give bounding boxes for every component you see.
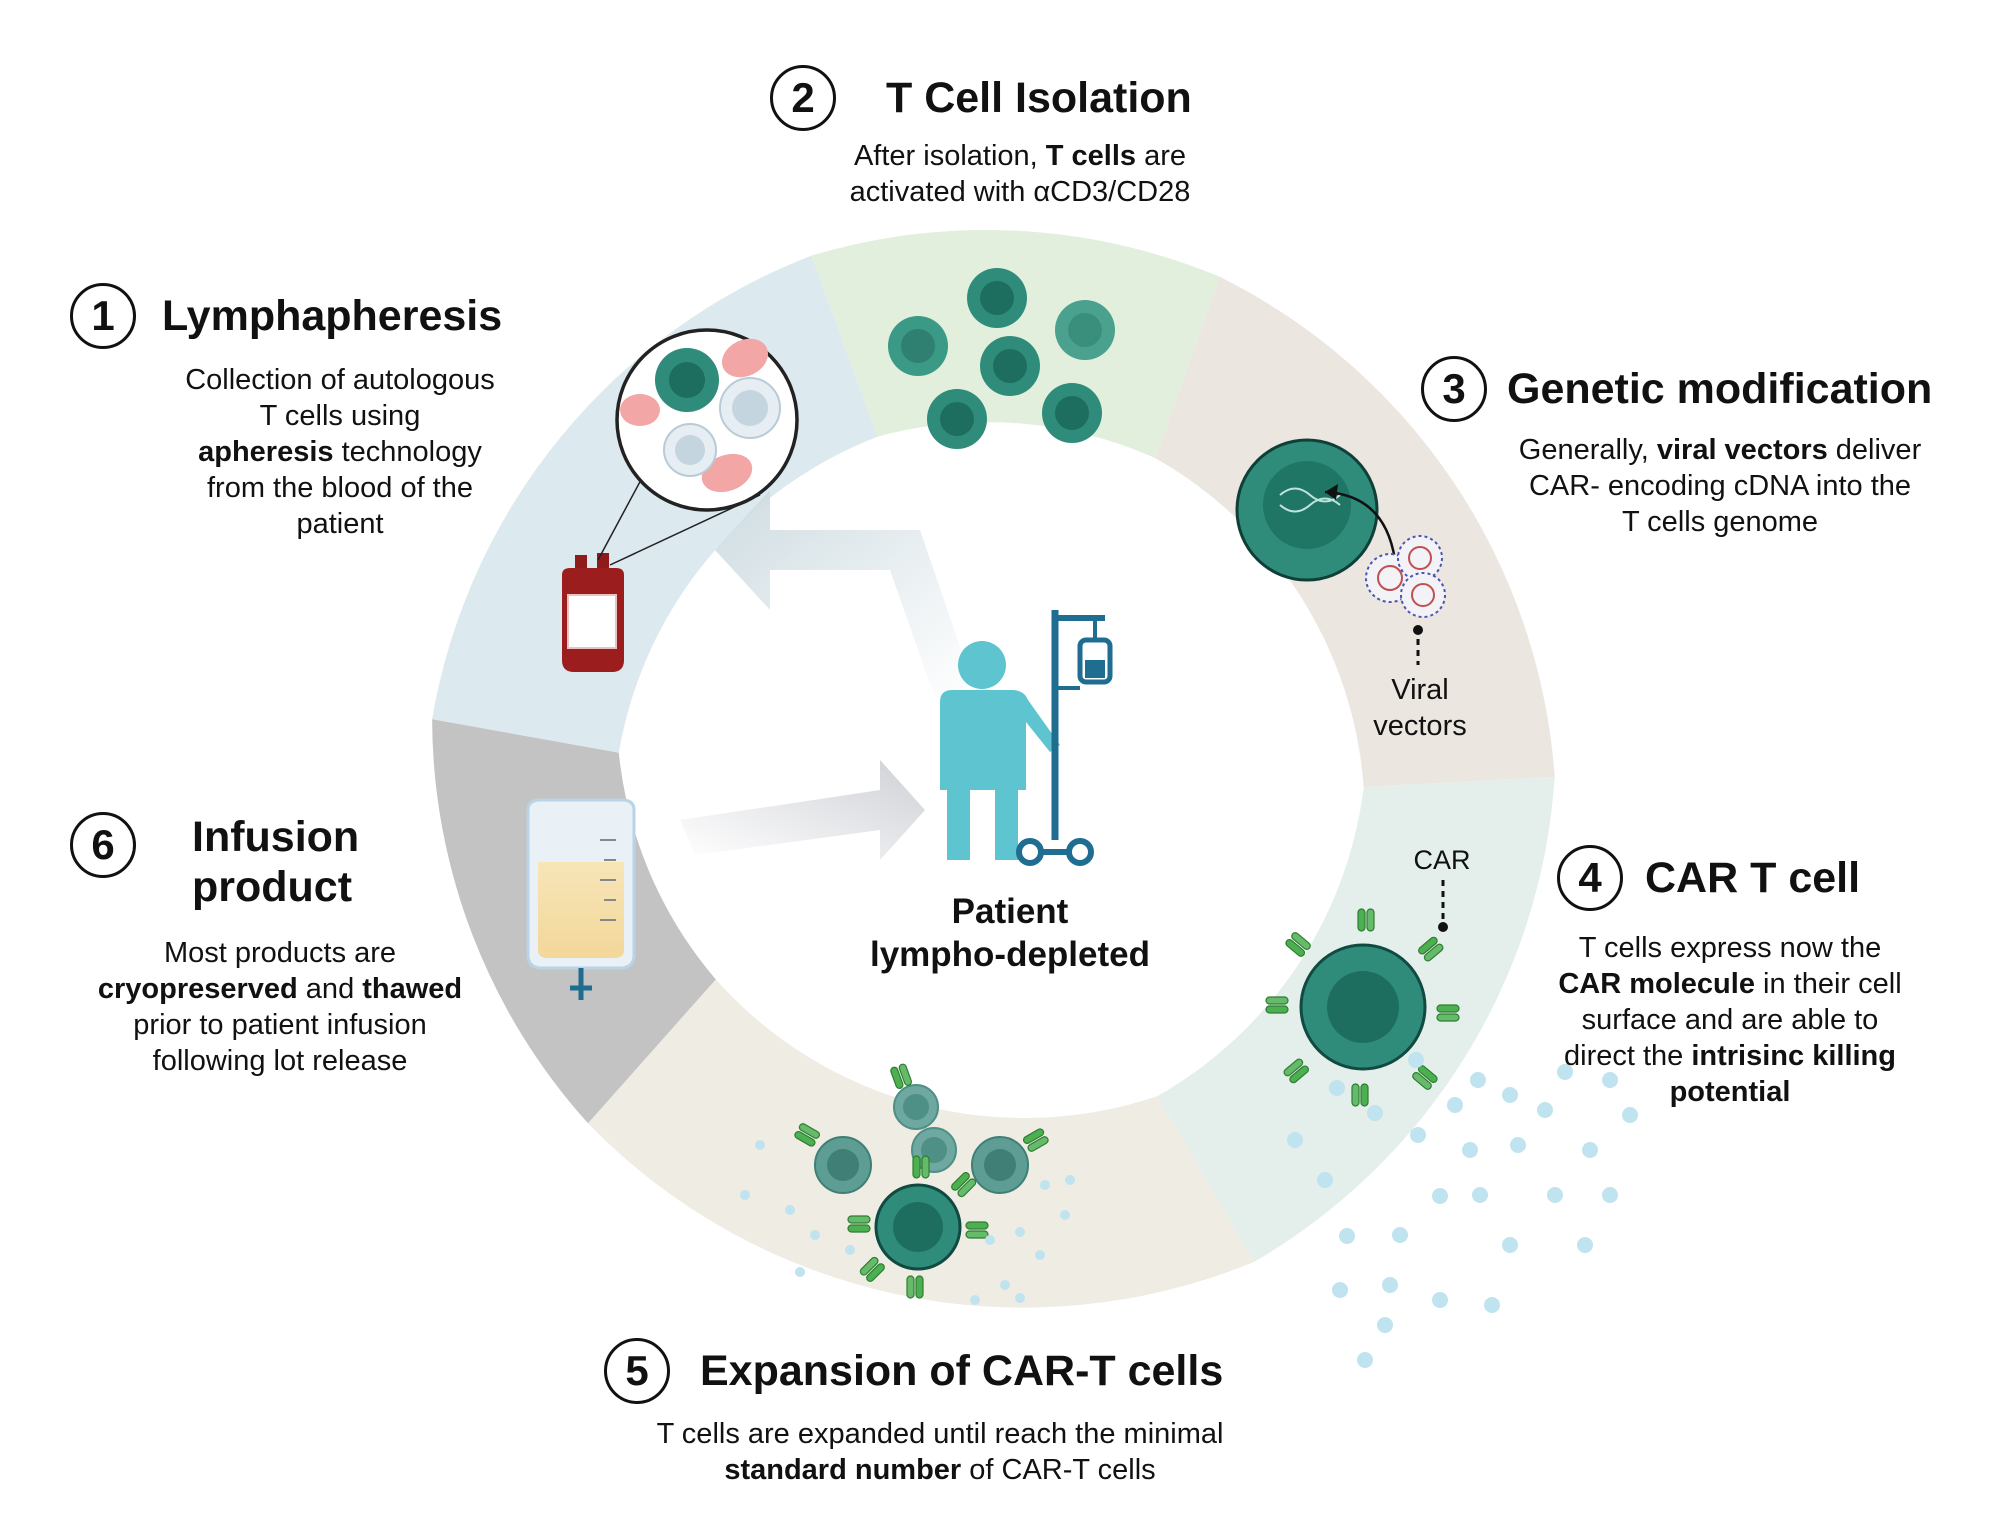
patient-label-line2: lympho-depleted <box>869 935 1151 974</box>
emphasis-text: thawed <box>362 973 463 1005</box>
step-3-number: 3 <box>1421 356 1487 422</box>
emphasis-text: potential <box>1669 1076 1791 1108</box>
step-5-number: 5 <box>604 1338 670 1404</box>
step-6-title-line2: product <box>192 863 353 911</box>
description-line: cryopreserved and thawed <box>97 973 463 1005</box>
patient-icon <box>940 641 1060 860</box>
isolated-t-cells <box>888 268 1115 449</box>
emphasis-text: cryopreserved <box>97 973 298 1005</box>
description-line: CAR molecule in their cell <box>1558 968 1902 1000</box>
description-line: potential <box>1530 1074 1930 1110</box>
description-line: patient <box>296 508 384 540</box>
step-1-title: Lymphapheresis <box>162 291 503 340</box>
step-2-number: 2 <box>770 65 836 131</box>
description-line: Most products are <box>163 937 397 969</box>
viral-vectors-label: Viral vectors <box>1360 672 1480 744</box>
iv-pole-icon <box>1016 610 1113 866</box>
arrow-to-lymphapheresis <box>715 490 975 698</box>
step-1-number: 1 <box>70 283 136 349</box>
car-t-cell-icon <box>1265 880 1460 1107</box>
description-line: T cells using <box>259 400 421 432</box>
description-line: from the blood of the <box>207 472 473 504</box>
description-line: T cells express now the <box>1578 932 1882 964</box>
step-3-header: 3 Genetic modification <box>1421 356 1932 422</box>
step-6-number: 6 <box>70 812 136 878</box>
arrow-from-infusion <box>680 760 925 860</box>
step-2-header: 2 T Cell Isolation <box>770 65 1192 131</box>
viral-vectors-icon <box>1365 535 1446 665</box>
emphasis-text: T cells <box>1045 140 1137 172</box>
emphasis-text: viral vectors <box>1656 434 1828 466</box>
transduced-cell-icon <box>1235 438 1397 582</box>
expanded-car-t-cells <box>793 1062 1050 1299</box>
step-5-title: Expansion of CAR-T cells <box>700 1346 1224 1395</box>
description-line: standard number of CAR-T cells <box>724 1454 1156 1486</box>
description-line: direct the intrisinc killing <box>1564 1040 1896 1072</box>
blood-cells-magnifier <box>615 328 799 512</box>
cytokine-dots <box>740 1052 1638 1368</box>
step-4-header: 4 CAR T cell <box>1557 845 1860 911</box>
infusion-bag-icon <box>526 798 636 1000</box>
description-line: activated with αCD3/CD28 <box>849 176 1191 208</box>
step-5-description: T cells are expanded until reach the min… <box>620 1416 1260 1488</box>
step-6-title: Infusion product <box>192 812 359 912</box>
description-line: Collection of autologous <box>185 364 495 396</box>
step-2-title: T Cell Isolation <box>886 73 1192 122</box>
description-line: surface and are able to <box>1581 1004 1879 1036</box>
emphasis-text: CAR molecule <box>1558 968 1755 1000</box>
step-2-description: After isolation, T cells are activated wi… <box>810 138 1230 210</box>
step-4-title: CAR T cell <box>1645 853 1861 902</box>
viral-vectors-label-line1: Viral <box>1391 674 1449 706</box>
step-1-description: Collection of autologous T cells using aph… <box>130 362 550 542</box>
step-6-header: 6 <box>70 812 136 878</box>
description-line: T cells are expanded until reach the min… <box>656 1418 1224 1450</box>
step-6-title-line1: Infusion <box>192 813 360 861</box>
description-line: T cells genome <box>1621 506 1819 538</box>
emphasis-text: intrisinc killing <box>1691 1040 1896 1072</box>
patient-label: Patient lympho-depleted <box>860 890 1160 976</box>
description-line: prior to patient infusion <box>133 1009 427 1041</box>
description-line: Generally, viral vectors deliver <box>1518 434 1922 466</box>
step-4-number: 4 <box>1557 845 1623 911</box>
emphasis-text: standard number <box>724 1454 962 1486</box>
description-line: After isolation, T cells are <box>853 140 1187 172</box>
step-6-description: Most products are cryopreserved and thawe… <box>80 935 480 1079</box>
step-1-header: 1 Lymphapheresis <box>70 283 502 349</box>
step-5-header: 5 Expansion of CAR-T cells <box>604 1338 1223 1404</box>
description-line: following lot release <box>152 1045 408 1077</box>
description-line: CAR- encoding cDNA into the <box>1528 470 1912 502</box>
description-line: apheresis technology <box>198 436 482 468</box>
patient-label-line1: Patient <box>951 892 1069 931</box>
viral-vectors-label-line2: vectors <box>1373 710 1467 742</box>
emphasis-text: apheresis <box>198 436 334 468</box>
step-3-title: Genetic modification <box>1507 364 1933 413</box>
car-label: CAR <box>1413 845 1471 875</box>
